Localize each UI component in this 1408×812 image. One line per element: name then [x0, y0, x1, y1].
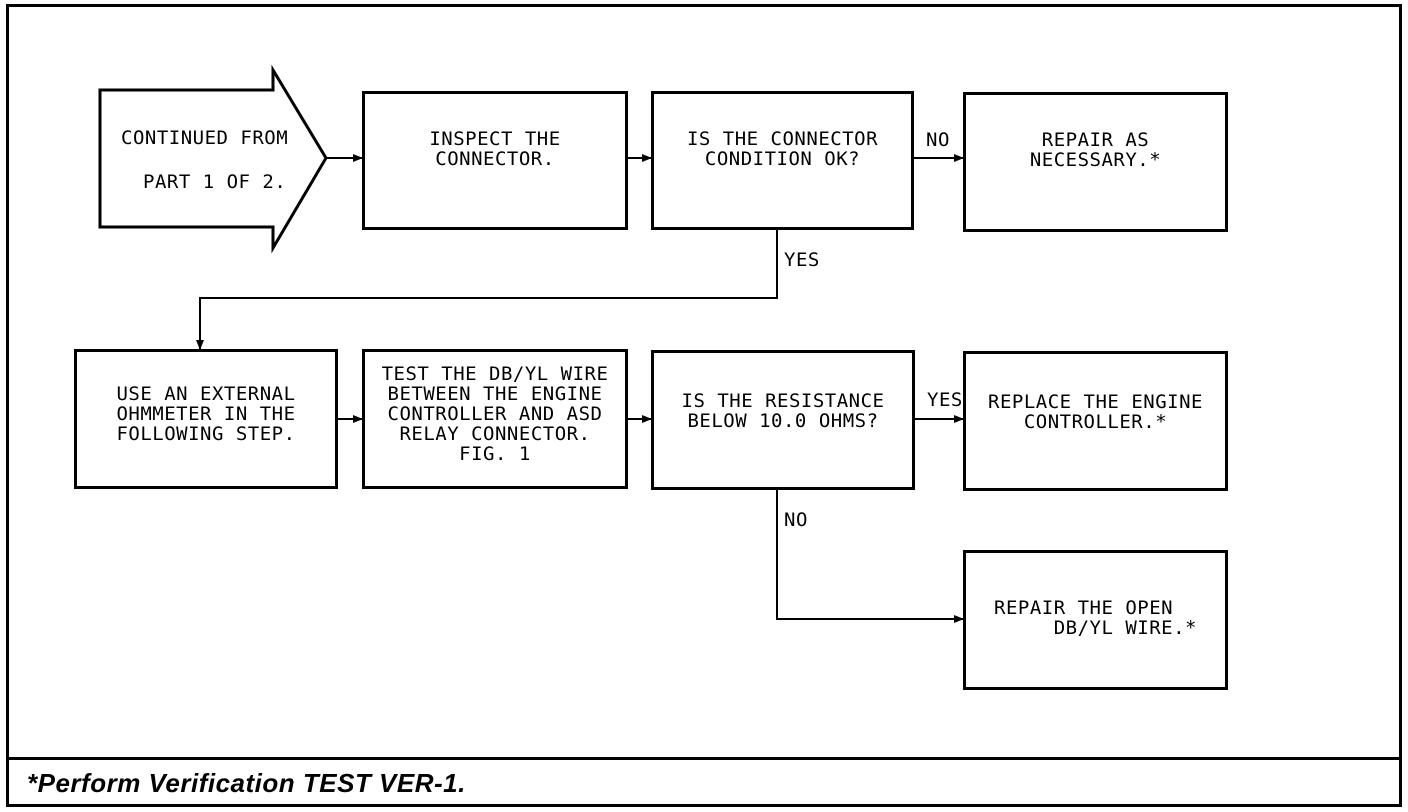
label-no-resistance: NO [784, 509, 808, 531]
connector-yes-to-ohmmeter [196, 230, 778, 350]
test-wire-box: TEST THE DB/YL WIRE BETWEEN THE ENGINE C… [362, 349, 628, 489]
inspect-connector-text: INSPECT THE CONNECTOR. [429, 127, 561, 170]
inspect-connector-box: INSPECT THE CONNECTOR. [362, 91, 628, 230]
repair-open-wire-box: REPAIR THE OPEN DB/YL WIRE.* [963, 550, 1228, 690]
connector-no-to-repair-open [776, 490, 964, 623]
resistance-question-text: IS THE RESISTANCE BELOW 10.0 OHMS? [681, 390, 885, 432]
label-yes-connector: YES [784, 249, 820, 271]
repair-as-necessary-text: REPAIR AS NECESSARY.* [1029, 129, 1162, 171]
connector-condition-text: IS THE CONNECTOR CONDITION OK? [686, 127, 879, 170]
replace-controller-text: REPLACE THE ENGINE CONTROLLER.* [988, 391, 1203, 433]
start-text-line2: PART 1 OF 2. [143, 171, 287, 193]
use-ohmmeter-text: USE AN EXTERNAL OHMMETER IN THE FOLLOWIN… [116, 383, 296, 445]
footer-note: *Perform Verification TEST VER-1. [27, 768, 466, 798]
footer-note-bar: *Perform Verification TEST VER-1. [6, 757, 1402, 807]
connector-condition-question-box: IS THE CONNECTOR CONDITION OK? [651, 91, 914, 230]
use-ohmmeter-box: USE AN EXTERNAL OHMMETER IN THE FOLLOWIN… [74, 349, 338, 489]
start-text-line1: CONTINUED FROM [121, 127, 289, 149]
label-no-connector: NO [926, 129, 950, 151]
repair-as-necessary-box: REPAIR AS NECESSARY.* [963, 92, 1228, 232]
resistance-question-box: IS THE RESISTANCE BELOW 10.0 OHMS? [651, 350, 915, 490]
label-yes-resistance: YES [927, 389, 963, 411]
test-wire-text: TEST THE DB/YL WIRE BETWEEN THE ENGINE C… [381, 363, 609, 465]
replace-controller-box: REPLACE THE ENGINE CONTROLLER.* [963, 351, 1228, 491]
repair-open-wire-text: REPAIR THE OPEN DB/YL WIRE.* [994, 596, 1197, 639]
start-arrow-shape [98, 64, 328, 254]
